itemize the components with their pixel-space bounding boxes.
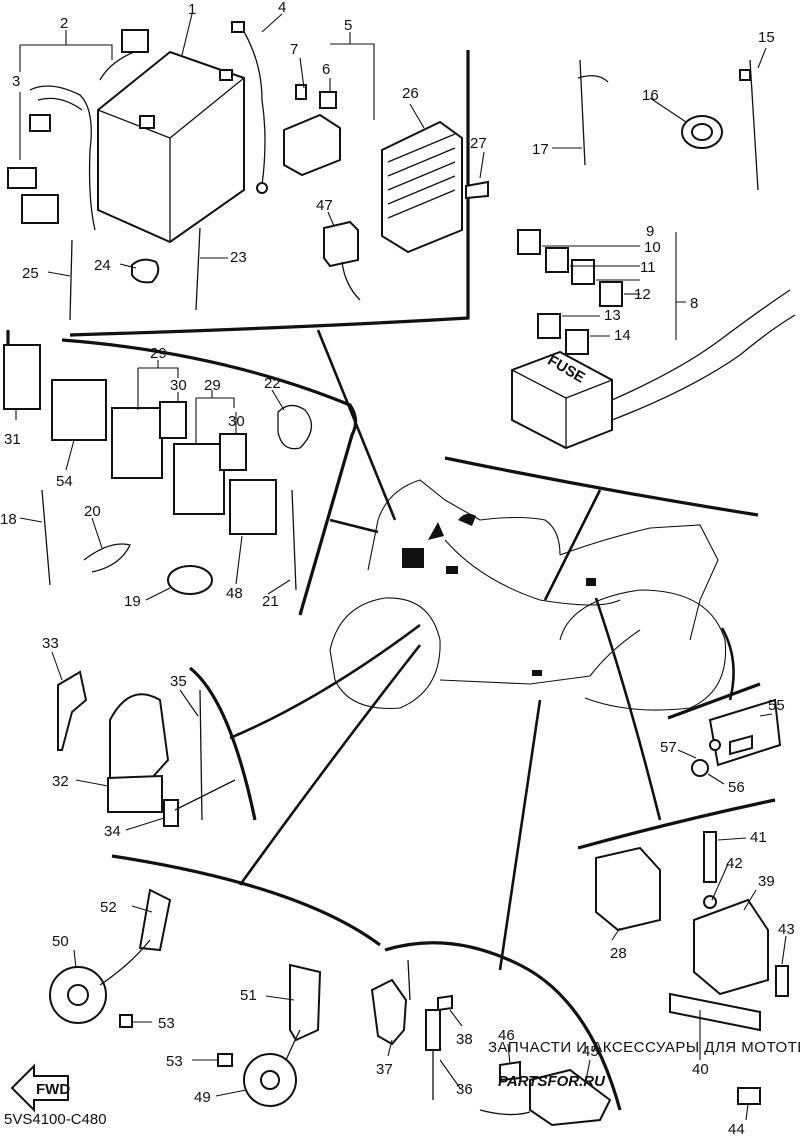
callout-43: 43 bbox=[778, 921, 795, 938]
figure-code: 5VS4100-C480 bbox=[4, 1111, 107, 1128]
callout-41: 41 bbox=[750, 829, 767, 846]
group-brackets bbox=[6, 50, 776, 1111]
callout-48: 48 bbox=[226, 585, 243, 602]
callout-16: 16 bbox=[642, 87, 659, 104]
callout-21: 21 bbox=[262, 593, 279, 610]
callout-33: 33 bbox=[42, 635, 59, 652]
callout-22: 22 bbox=[264, 375, 281, 392]
rectifier-regulator bbox=[323, 120, 489, 301]
callout-9: 9 bbox=[646, 223, 654, 240]
callout-57: 57 bbox=[660, 739, 677, 756]
callout-40: 40 bbox=[692, 1061, 709, 1078]
callout-17: 17 bbox=[532, 141, 549, 158]
battery-assembly bbox=[7, 21, 341, 321]
callout-1: 1 bbox=[188, 1, 196, 18]
switch-assembly bbox=[370, 959, 761, 1127]
callout-44: 44 bbox=[728, 1121, 745, 1136]
callout-49: 49 bbox=[194, 1089, 211, 1106]
callout-25: 25 bbox=[22, 265, 39, 282]
callout-45: 45 bbox=[582, 1043, 599, 1060]
relay-group bbox=[3, 344, 312, 595]
watermark-logo: PARTSFOR.RU bbox=[498, 1073, 606, 1090]
callout-29b: 29 bbox=[204, 377, 221, 394]
watermark-line1: ЗАПЧАСТИ И АКСЕССУАРЫ ДЛЯ МОТОТЕХНИКИ bbox=[488, 1039, 800, 1056]
callout-35: 35 bbox=[170, 673, 187, 690]
callout-10: 10 bbox=[644, 239, 661, 256]
callout-19: 19 bbox=[124, 593, 141, 610]
callout-51: 51 bbox=[240, 987, 257, 1004]
callout-8: 8 bbox=[690, 295, 698, 312]
sensor-assembly bbox=[595, 698, 789, 1032]
callout-3: 3 bbox=[12, 73, 20, 90]
callout-26: 26 bbox=[402, 85, 419, 102]
callout-53b: 53 bbox=[166, 1053, 183, 1070]
callout-18: 18 bbox=[0, 511, 17, 528]
callout-39: 39 bbox=[758, 873, 775, 890]
callout-30b: 30 bbox=[228, 413, 245, 430]
leader-lines bbox=[15, 13, 787, 1121]
callout-24: 24 bbox=[94, 257, 111, 274]
callout-2: 2 bbox=[60, 15, 68, 32]
callout-29: 29 bbox=[150, 345, 167, 362]
callout-52: 52 bbox=[100, 899, 117, 916]
ignition-switch bbox=[57, 670, 236, 827]
callout-36: 36 bbox=[456, 1081, 473, 1098]
horn-assembly bbox=[49, 888, 322, 1107]
callout-28: 28 bbox=[610, 945, 627, 962]
callout-38: 38 bbox=[456, 1031, 473, 1048]
callout-46: 46 bbox=[498, 1027, 515, 1044]
callout-20: 20 bbox=[84, 503, 101, 520]
callout-15: 15 bbox=[758, 29, 775, 46]
callout-30: 30 bbox=[170, 377, 187, 394]
callout-34: 34 bbox=[104, 823, 121, 840]
callout-7: 7 bbox=[290, 41, 298, 58]
callout-47: 47 bbox=[316, 197, 333, 214]
callout-12: 12 bbox=[634, 286, 651, 303]
callout-5: 5 bbox=[344, 17, 352, 34]
callout-50: 50 bbox=[52, 933, 69, 950]
callout-32: 32 bbox=[52, 773, 69, 790]
callout-13: 13 bbox=[604, 307, 621, 324]
motorcycle-outline bbox=[329, 479, 727, 711]
callout-54: 54 bbox=[56, 473, 73, 490]
clamps-and-ties bbox=[577, 59, 759, 191]
callout-31: 31 bbox=[4, 431, 21, 448]
callout-27: 27 bbox=[470, 135, 487, 152]
fwd-label: FWD bbox=[36, 1081, 70, 1098]
forward-arrow-icon: FWD bbox=[10, 1063, 70, 1113]
callout-11: 11 bbox=[640, 259, 656, 276]
callout-6: 6 bbox=[322, 61, 330, 78]
callout-23: 23 bbox=[230, 249, 247, 266]
callout-4: 4 bbox=[278, 0, 286, 16]
callout-53: 53 bbox=[158, 1015, 175, 1032]
callout-42: 42 bbox=[726, 855, 743, 872]
callout-14: 14 bbox=[614, 327, 631, 344]
callout-56: 56 bbox=[728, 779, 745, 796]
callout-37: 37 bbox=[376, 1061, 393, 1078]
callout-55: 55 bbox=[768, 697, 785, 714]
fuse-box bbox=[511, 229, 796, 450]
